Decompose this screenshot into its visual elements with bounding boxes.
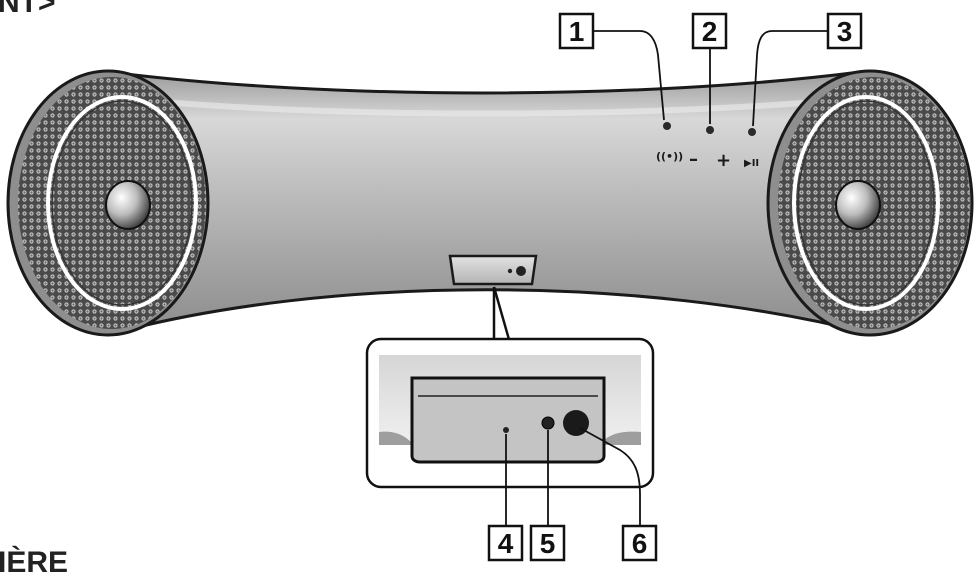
- right-tweeter: [835, 180, 881, 230]
- svg-text:6: 6: [632, 528, 648, 559]
- callout-4: 4: [487, 524, 524, 562]
- callout-3: 3: [826, 12, 863, 50]
- wireless-indicator-dot: [663, 122, 671, 130]
- dock-connector: [448, 254, 538, 286]
- play-indicator-dot: [748, 128, 756, 136]
- callout-line-3: [752, 30, 828, 127]
- svg-text:1: 1: [569, 16, 585, 47]
- callout-line-1: [593, 30, 665, 121]
- callout-line-6: [579, 427, 641, 525]
- right-speaker: [766, 69, 974, 337]
- inset-indicator-dot: [503, 427, 509, 433]
- left-tweeter: [105, 180, 151, 230]
- callout-2: 2: [691, 12, 728, 50]
- volume-down-symbol: –: [689, 149, 698, 170]
- left-speaker: [6, 69, 210, 337]
- body-highlight: [139, 97, 841, 117]
- svg-text:5: 5: [540, 528, 556, 559]
- callout-5: 5: [529, 524, 566, 562]
- volume-up-symbol: +: [716, 150, 731, 171]
- play-pause-symbol: ▶II: [744, 158, 759, 169]
- svg-text:3: 3: [837, 16, 853, 47]
- volume-indicator-dot: [706, 126, 714, 134]
- inset-large-port: [563, 410, 589, 436]
- svg-text:2: 2: [702, 16, 718, 47]
- callout-1: 1: [558, 12, 595, 50]
- dock-inset: [365, 337, 655, 489]
- section-header-fragment-top: NT>: [0, 0, 56, 19]
- svg-text:4: 4: [498, 528, 514, 559]
- callout-6: 6: [621, 524, 658, 562]
- wireless-symbol: ((•)): [656, 150, 683, 163]
- inset-small-port: [541, 416, 555, 430]
